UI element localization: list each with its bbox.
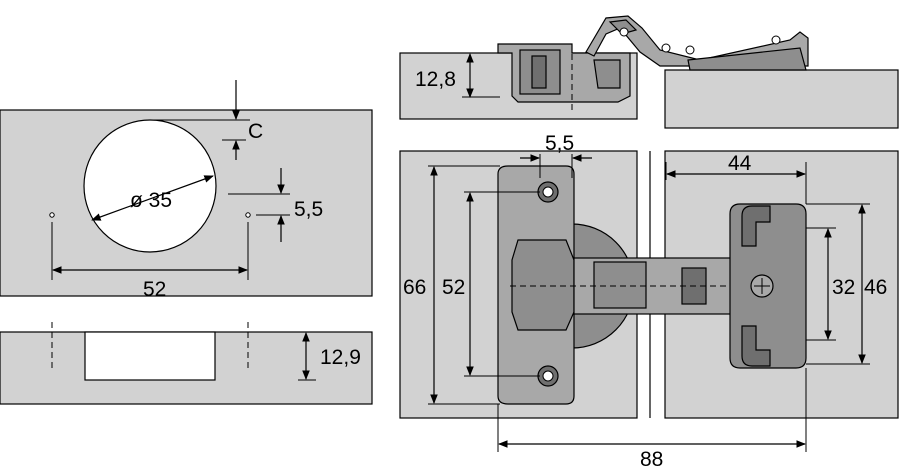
dim-overall-width-label: 88 <box>640 448 663 468</box>
arm-link <box>608 19 638 35</box>
dim-plate-length-label: 46 <box>864 276 887 299</box>
cup-hole <box>83 119 217 253</box>
cup-latch <box>593 59 621 89</box>
arm-pivot-1 <box>619 27 629 37</box>
arm-pivot-2 <box>661 43 671 53</box>
dim-arm-hole-spacing-label: 52 <box>442 276 465 299</box>
screw-hole-left <box>49 212 55 218</box>
dim-c-label: C <box>248 120 263 143</box>
hinge-top-view: 5,5 66 52 44 32 46 88 <box>399 132 899 468</box>
drilling-top-view: ø 35 C 5,5 52 <box>0 80 373 301</box>
arm-pivot-4 <box>771 35 781 45</box>
plate-slot-top <box>741 205 771 247</box>
cabinet-side-panel <box>664 69 899 129</box>
arm-housing-center <box>511 239 575 331</box>
dim-plate-offset-label: 44 <box>728 152 752 175</box>
dim-cup-depth-label: 12,8 <box>415 68 456 91</box>
arm-pivot-3 <box>685 45 695 55</box>
dim-plate-hole-spacing-label: 32 <box>832 276 855 299</box>
cup-bore-section <box>84 331 216 381</box>
cup-slot <box>531 55 547 89</box>
dim-depth-label: 12,9 <box>320 346 361 369</box>
plate-slot-bottom <box>741 325 771 367</box>
dim-arm-hole-offset-label: 5,5 <box>545 132 574 155</box>
arm-block <box>593 261 647 309</box>
screw-top-inner <box>542 186 554 198</box>
cup-diameter-line <box>91 175 214 221</box>
dim-hole-spacing-label: 52 <box>143 278 166 301</box>
drilling-section-view: 12,9 <box>0 322 373 405</box>
mounting-plate-side <box>687 47 807 71</box>
hinge-side-view: 12,8 <box>399 15 899 129</box>
cup-diameter-label: ø 35 <box>130 189 172 212</box>
dim-hole-offset-label: 5,5 <box>294 198 323 221</box>
screw-bottom-inner <box>542 370 554 382</box>
screw-hole-right <box>245 212 251 218</box>
dim-arm-length-label: 66 <box>403 276 426 299</box>
